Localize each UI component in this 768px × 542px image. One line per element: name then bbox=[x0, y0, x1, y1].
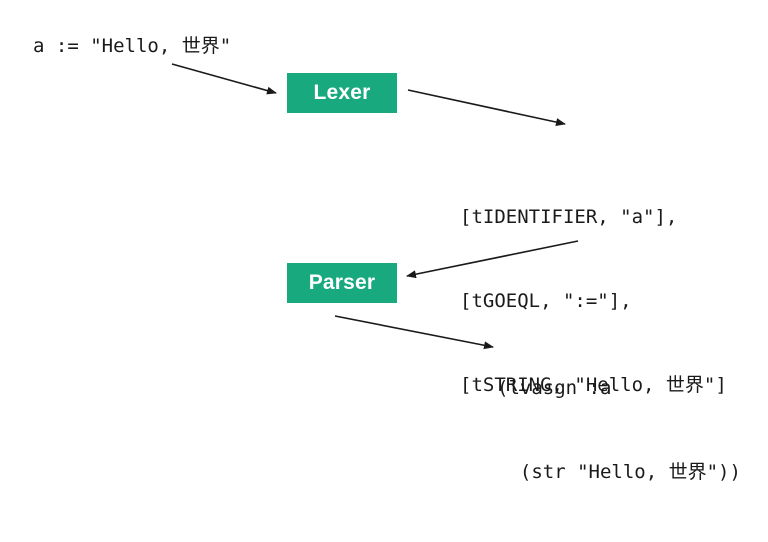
arrow-lexer-to-tokens bbox=[407, 89, 566, 127]
lexer-parser-diagram: a := "Hello, 世界" Lexer [tIDENTIFIER, "a"… bbox=[33, 35, 741, 483]
source-code: a := "Hello, 世界" bbox=[33, 35, 232, 57]
arrow-tokens-to-parser bbox=[406, 240, 579, 279]
ast-line: (str "Hello, 世界")) bbox=[497, 461, 741, 483]
arrow-source-to-lexer bbox=[171, 63, 277, 95]
parser-box: Parser bbox=[287, 263, 397, 303]
token-line: [tGOEQL, ":="], bbox=[460, 290, 632, 312]
token-list: [tIDENTIFIER, "a"], [tGOEQL, ":="], [tST… bbox=[460, 147, 727, 455]
token-line: [tIDENTIFIER, "a"], bbox=[460, 206, 678, 228]
lexer-box: Lexer bbox=[287, 73, 397, 113]
ast-output: (lvasgn :a (str "Hello, 世界")) bbox=[497, 318, 741, 542]
token-line: [tSTRING, "Hello, 世界"] bbox=[460, 374, 727, 396]
ast-line: (lvasgn :a bbox=[497, 377, 612, 399]
arrow-parser-to-ast bbox=[334, 315, 494, 350]
flow-arrows bbox=[171, 63, 579, 350]
